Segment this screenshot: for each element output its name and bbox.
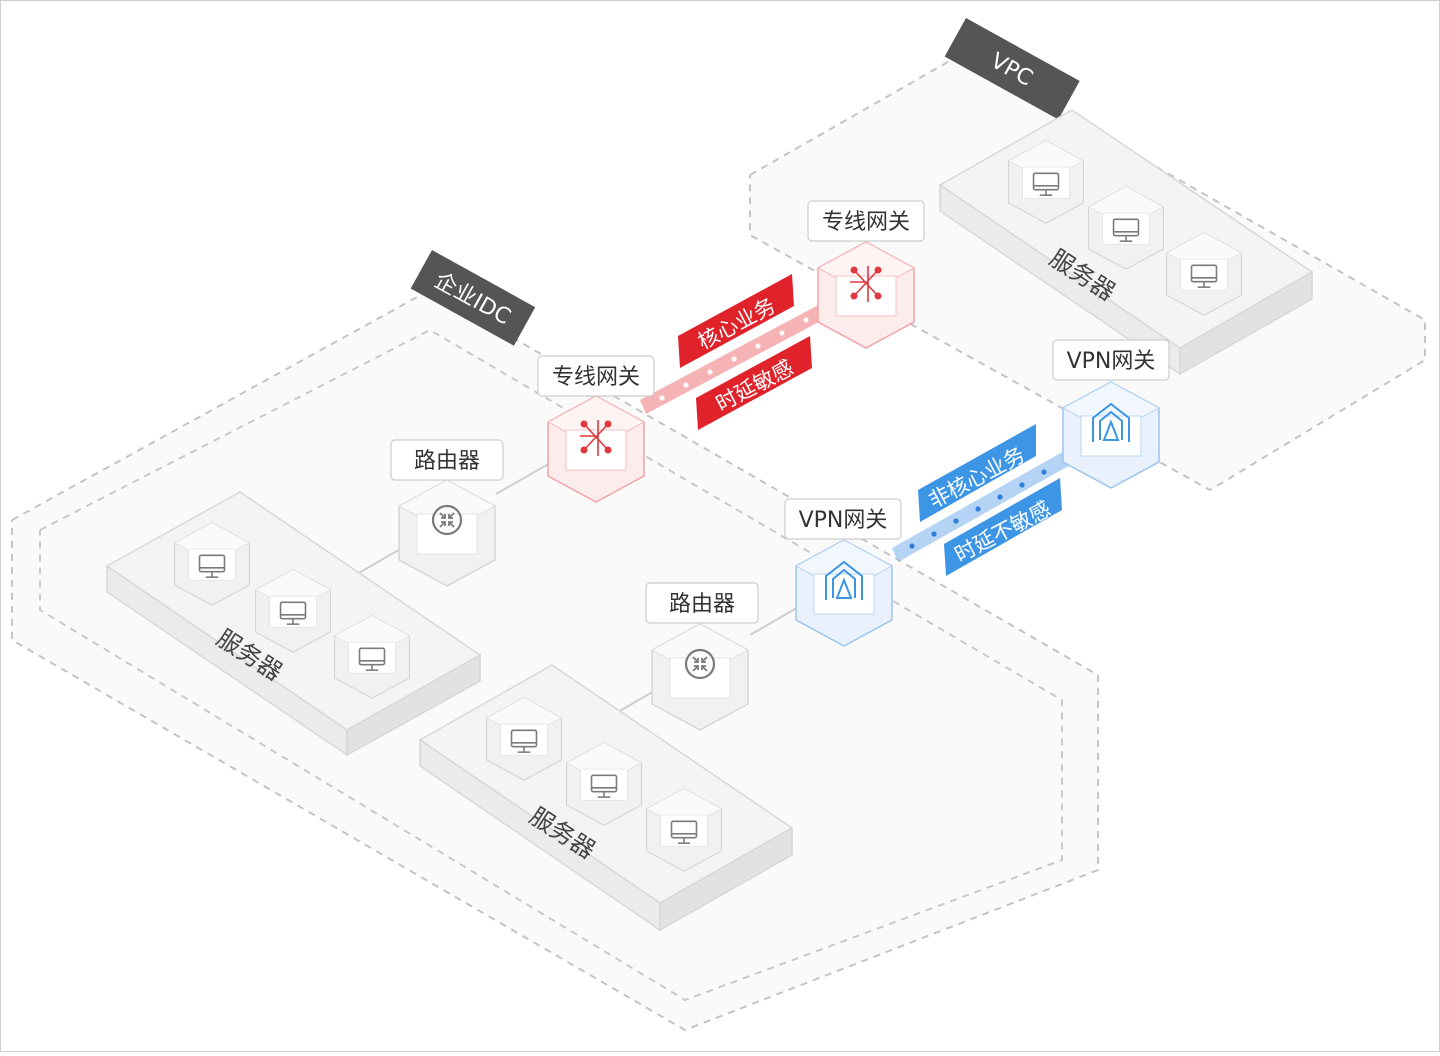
idc-zone: [11, 288, 1099, 1032]
router-2-label-box: 路由器: [645, 582, 759, 624]
vpc-vpn-gateway-label: VPN网关: [1067, 349, 1156, 374]
vpn-link: 非核心业务 时延不敏感: [892, 424, 1072, 576]
idc-vpn-gateway-label-box: VPN网关: [784, 498, 902, 540]
dedicated-link: 核心业务 时延敏感: [640, 274, 830, 430]
router-1[interactable]: 路由器: [390, 439, 504, 587]
vpc-dedicated-gateway-label-box: 专线网关: [807, 200, 925, 242]
idc-dedicated-gateway[interactable]: 专线网关: [537, 355, 655, 503]
vpc-dedicated-gateway[interactable]: 专线网关: [807, 200, 925, 349]
router-1-label-box: 路由器: [390, 439, 504, 481]
router-2-label: 路由器: [669, 592, 735, 617]
idc-vpn-gateway[interactable]: VPN网关: [784, 498, 902, 647]
vpc-vpn-gateway[interactable]: VPN网关: [1052, 339, 1170, 489]
router-2[interactable]: 路由器: [645, 582, 759, 731]
idc-dedicated-gateway-label-box: 专线网关: [537, 355, 655, 397]
vpc-vpn-gateway-label-box: VPN网关: [1052, 339, 1170, 381]
router-1-label: 路由器: [414, 449, 480, 474]
idc-dedicated-gateway-label: 专线网关: [552, 365, 640, 390]
vpc-dedicated-gateway-label: 专线网关: [822, 210, 910, 235]
idc-vpn-gateway-label: VPN网关: [799, 508, 888, 533]
idc-server-group-1: 服务器: [105, 491, 482, 757]
